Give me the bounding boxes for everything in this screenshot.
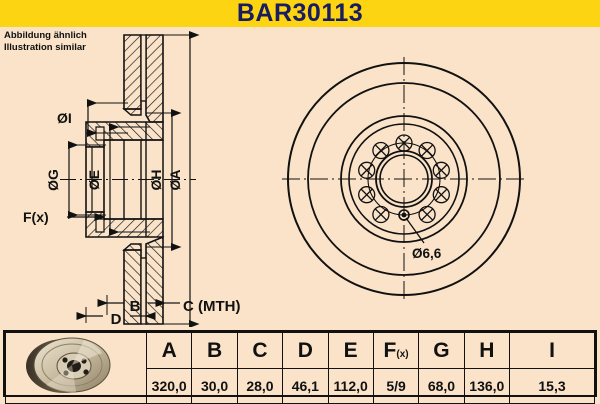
label-fx: F(x) [23,209,49,225]
bolt-hole [418,205,436,224]
dim-line-dia-i [86,98,128,138]
dim-line-dia-e [108,122,150,237]
bolt-hole [358,161,376,179]
table-value-i: 15,3 [509,368,595,404]
table-header-row: A B C D E F(x) G H I [5,331,595,404]
bolt-holes [358,134,450,224]
label-d: D [111,311,122,327]
bolt-hole [372,141,390,160]
label-locating-hole: Ø6,6 [412,246,442,261]
title-band [0,0,600,27]
technical-drawing: ØI ØG ØE ØH ØA F(x) B C (MTH) D [23,30,526,327]
table-value-h: 136,0 [463,368,511,404]
face-view: Ø6,6 [282,57,526,301]
page-title: BAR30113 [236,0,364,27]
label-dia-a: ØA [167,170,183,191]
bolt-hole [372,205,390,224]
dimension-lines [67,30,200,327]
label-dia-h: ØH [148,170,164,191]
label-dia-i: ØI [57,110,72,126]
locating-hole [398,209,410,221]
table-header-i: I [509,331,595,370]
dimension-labels: ØI ØG ØE ØH ØA F(x) B C (MTH) D [23,110,240,327]
table-value-b: 30,0 [191,368,238,404]
dim-line-d [76,307,156,323]
bolt-hole [432,161,450,179]
dimension-table: A B C D E F(x) G H I 320,0 30,0 28,0 46,… [3,330,597,404]
illustration-note-en: Illustration similar [4,41,86,53]
table-value-fx: 5/9 [372,368,420,404]
table-value-e: 112,0 [327,368,374,404]
table-value-c: 28,0 [236,368,284,404]
table-value-d: 46,1 [282,368,329,404]
product-thumbnail-cell [5,332,147,404]
table-header-b: B [191,331,238,370]
table-header-d: D [282,331,329,370]
bolt-hole [432,186,450,204]
bolt-hole [418,141,436,160]
table-header-g: G [418,331,465,370]
table-header-c: C [236,331,284,370]
table-value-g: 68,0 [418,368,465,404]
illustration-note: Abbildung ähnlich Illustration similar [4,30,87,53]
table-header-e: E [327,331,374,370]
locating-hole-leader [405,217,425,244]
table-header-fx-main: F [383,338,397,362]
label-b: B [130,298,141,315]
table-value-a: 320,0 [145,368,193,404]
brake-disc-photo [26,337,111,393]
illustration-note-de: Abbildung ähnlich [4,30,87,41]
label-c: C (MTH) [183,298,240,315]
label-dia-e: ØE [86,170,102,190]
dim-line-dia-h [146,108,182,252]
bolt-hole [358,186,376,204]
table-header-h: H [463,331,511,370]
section-lower-outer-ring [123,235,164,325]
dim-line-dia-a [163,30,200,327]
label-dia-g: ØG [45,169,61,191]
section-upper-outer-ring [123,34,164,123]
table-header-a: A [145,331,193,370]
table-header-fx: F(x) [372,331,420,370]
table-value-row: 320,0 30,0 28,0 46,1 112,0 5/9 68,0 136,… [6,368,595,404]
table-header-fx-sub: (x) [396,348,409,360]
bolt-hole [395,134,413,152]
